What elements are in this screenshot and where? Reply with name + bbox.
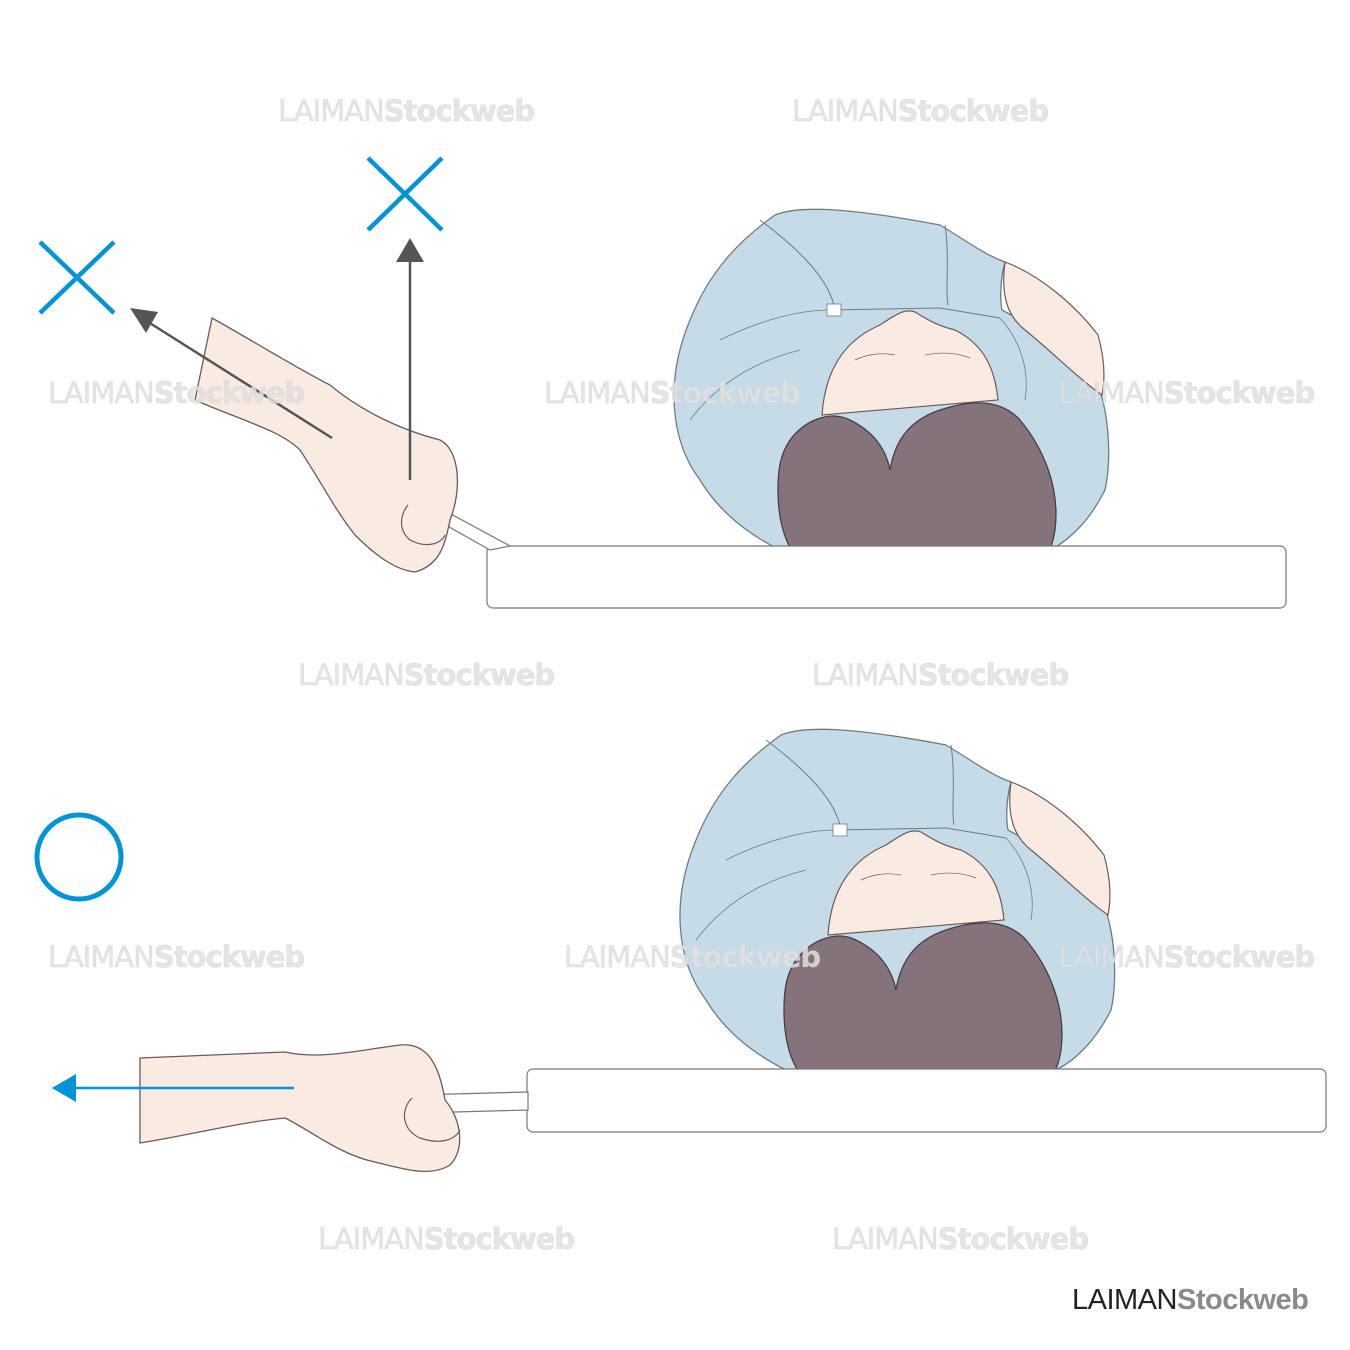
watermark: LAIMANStockweb — [48, 940, 306, 975]
watermark: LAIMANStockweb — [1058, 940, 1316, 975]
watermark: LAIMANStockweb — [792, 94, 1050, 129]
circle-mark-icon — [34, 812, 124, 902]
watermark: LAIMANStockweb — [298, 658, 556, 693]
bed-sheet-top — [486, 545, 1287, 609]
watermark: LAIMANStockweb — [564, 940, 822, 975]
arrow-head-up — [396, 238, 424, 262]
arrow-head-left — [52, 1074, 76, 1102]
cross-mark-icon — [38, 240, 116, 315]
cross-mark-icon — [366, 156, 444, 232]
bed-sheet-bottom — [526, 1068, 1327, 1133]
brand-logo: LAIMANStockweb — [1072, 1284, 1309, 1316]
hand-bottom — [139, 1044, 461, 1172]
patient-bottom — [679, 728, 1116, 1107]
watermark: LAIMANStockweb — [1058, 376, 1316, 411]
watermark: LAIMANStockweb — [832, 1222, 1090, 1257]
watermark: LAIMANStockweb — [544, 376, 802, 411]
watermark: LAIMANStockweb — [278, 94, 536, 129]
watermark: LAIMANStockweb — [812, 658, 1070, 693]
top-scene — [38, 156, 1287, 609]
watermark: LAIMANStockweb — [318, 1222, 576, 1257]
hand-top — [194, 316, 459, 573]
arrow-diagonal — [144, 318, 333, 440]
watermark: LAIMANStockweb — [48, 376, 306, 411]
bottom-scene — [34, 728, 1327, 1172]
arrow-head-diagonal — [130, 308, 158, 333]
